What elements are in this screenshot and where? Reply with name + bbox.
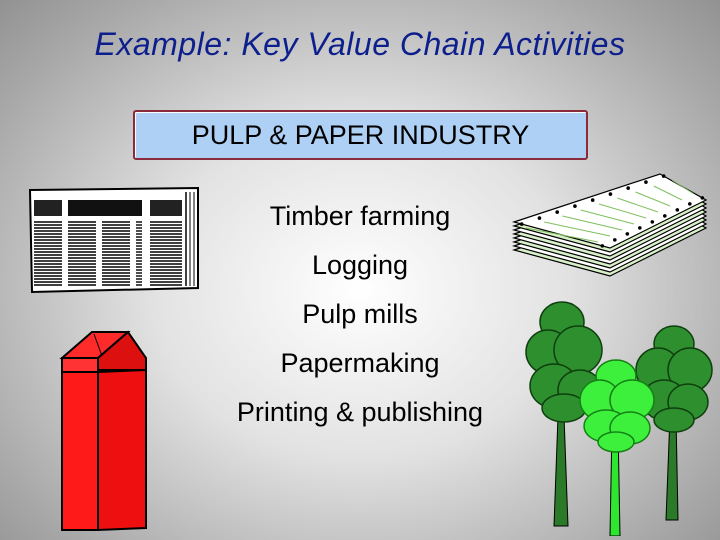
trees-icon xyxy=(525,301,713,536)
activity-item: Printing & publishing xyxy=(236,397,484,427)
activity-item: Papermaking xyxy=(280,348,440,378)
activity-item: Timber farming xyxy=(269,201,451,231)
industry-banner: PULP & PAPER INDUSTRY xyxy=(133,110,588,160)
industry-banner-label: PULP & PAPER INDUSTRY xyxy=(191,119,530,150)
slide-title: Example: Key Value Chain Activities xyxy=(94,26,626,62)
activity-item: Pulp mills xyxy=(302,299,418,329)
milk-carton-icon xyxy=(59,330,147,532)
activity-list: Timber farming Logging Pulp mills Paperm… xyxy=(190,193,530,438)
paper-stack-icon xyxy=(511,173,708,277)
activity-item: Logging xyxy=(311,250,409,280)
newspaper-icon xyxy=(28,186,199,294)
